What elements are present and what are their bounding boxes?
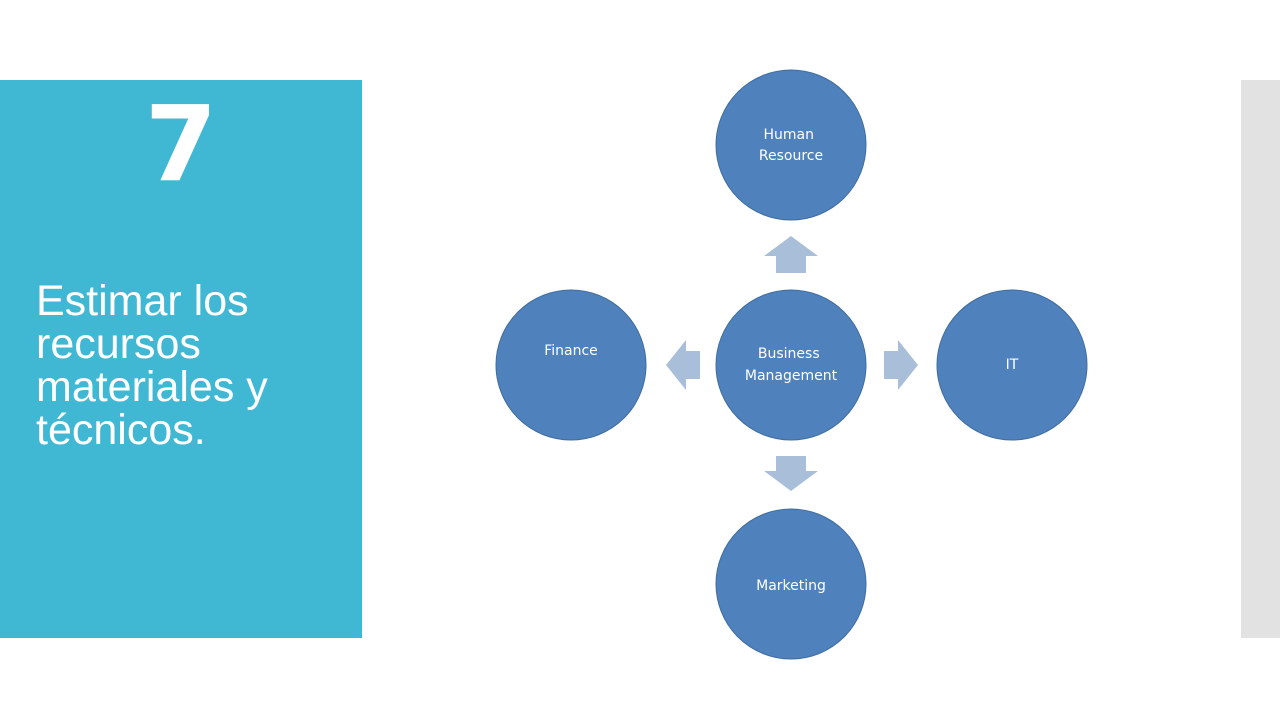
node-label-it: IT (1006, 357, 1019, 373)
arrow-right-to-it (884, 340, 918, 390)
node-it: IT (936, 289, 1088, 441)
node-label-business-management: Business Management (745, 346, 838, 384)
side-decoration-bar (1241, 80, 1280, 638)
node-business-management: Business Management (715, 289, 867, 441)
slide-number: 7 (144, 83, 218, 205)
node-human-resource: Human Resource (715, 69, 867, 221)
arrow-left-to-finance (666, 340, 700, 390)
node-label-human-resource: Human Resource (759, 127, 823, 164)
node-label-marketing: Marketing (756, 578, 826, 594)
node-marketing: Marketing (715, 508, 867, 660)
node-label-finance: Finance (544, 343, 598, 359)
business-functions-diagram: Human Resource Finance Business Manageme… (495, 69, 1088, 660)
arrow-up-to-human-resource (764, 236, 818, 273)
node-finance: Finance (495, 289, 647, 441)
slide-title: Estimar los recursos materiales y técnic… (36, 277, 268, 454)
arrow-down-to-marketing (764, 456, 818, 491)
title-panel (0, 80, 362, 638)
